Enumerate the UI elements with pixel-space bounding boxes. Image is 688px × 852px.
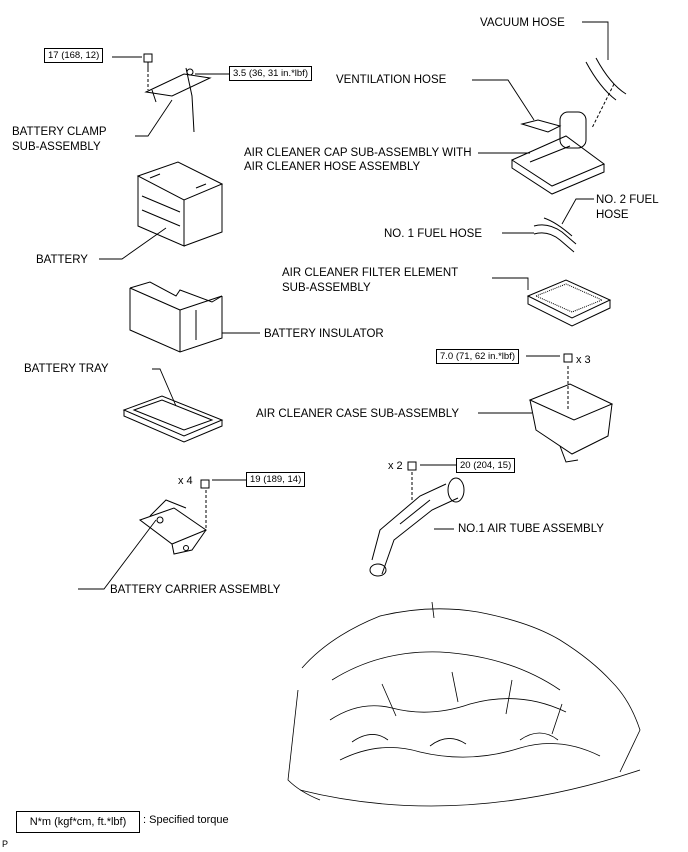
qty-carrier-bolt: x 4 [178, 475, 193, 487]
dashed-guides [147, 64, 615, 530]
label-no1-air-tube: NO.1 AIR TUBE ASSEMBLY [458, 523, 604, 535]
label-no2-fuel-hose-line1: NO. 2 FUEL [596, 194, 659, 206]
leader-lines [78, 21, 609, 590]
label-battery-clamp-line1: BATTERY CLAMP [12, 126, 107, 138]
torque-carrier-bolt: 19 (189, 14) [246, 472, 306, 487]
qty-air-tube-bolt: x 2 [388, 460, 403, 472]
legend-description: : Specified torque [143, 814, 229, 826]
label-air-cleaner-cap-line1: AIR CLEANER CAP SUB-ASSEMBLY WITH [244, 147, 472, 159]
torque-air-tube-bolt: 20 (204, 15) [456, 458, 516, 473]
battery-drawing [136, 161, 224, 247]
air-filter-drawing [526, 279, 612, 327]
torque-clamp-nut: 3.5 (36, 31 in.*lbf) [229, 66, 312, 81]
air-cleaner-cap-drawing [510, 57, 627, 195]
label-battery-insulator: BATTERY INSULATOR [264, 328, 384, 340]
label-battery: BATTERY [36, 254, 88, 266]
label-battery-tray: BATTERY TRAY [24, 363, 109, 375]
battery-insulator-drawing [129, 281, 223, 353]
torque-case-bolt: 7.0 (71, 62 in.*lbf) [436, 349, 519, 364]
battery-clamp-drawing [143, 53, 212, 133]
fuel-hoses-drawing [533, 217, 577, 253]
footer-mark: P [2, 839, 9, 849]
legend-unit-box: N*m (kgf*cm, ft.*lbf) [16, 811, 140, 833]
label-filter-element-line2: SUB-ASSEMBLY [282, 282, 371, 294]
label-vacuum-hose: VACUUM HOSE [480, 17, 565, 29]
label-no2-fuel-hose-line2: HOSE [596, 209, 629, 221]
air-cleaner-case-drawing [528, 353, 614, 463]
label-no1-fuel-hose: NO. 1 FUEL HOSE [384, 228, 482, 240]
air-tube-drawing [369, 461, 465, 577]
label-filter-element-line1: AIR CLEANER FILTER ELEMENT [282, 267, 459, 279]
qty-case-bolt: x 3 [576, 354, 591, 366]
label-ventilation-hose: VENTILATION HOSE [336, 74, 447, 86]
battery-tray-drawing [122, 395, 224, 443]
label-air-cleaner-case: AIR CLEANER CASE SUB-ASSEMBLY [256, 408, 460, 420]
label-battery-carrier: BATTERY CARRIER ASSEMBLY [110, 584, 281, 596]
label-battery-clamp-line2: SUB-ASSEMBLY [12, 141, 101, 153]
battery-carrier-drawing [138, 479, 210, 555]
torque-clamp-bolt: 17 (168, 12) [44, 48, 104, 63]
engine-bay-drawing [287, 601, 641, 807]
label-air-cleaner-cap-line2: AIR CLEANER HOSE ASSEMBLY [244, 161, 421, 173]
